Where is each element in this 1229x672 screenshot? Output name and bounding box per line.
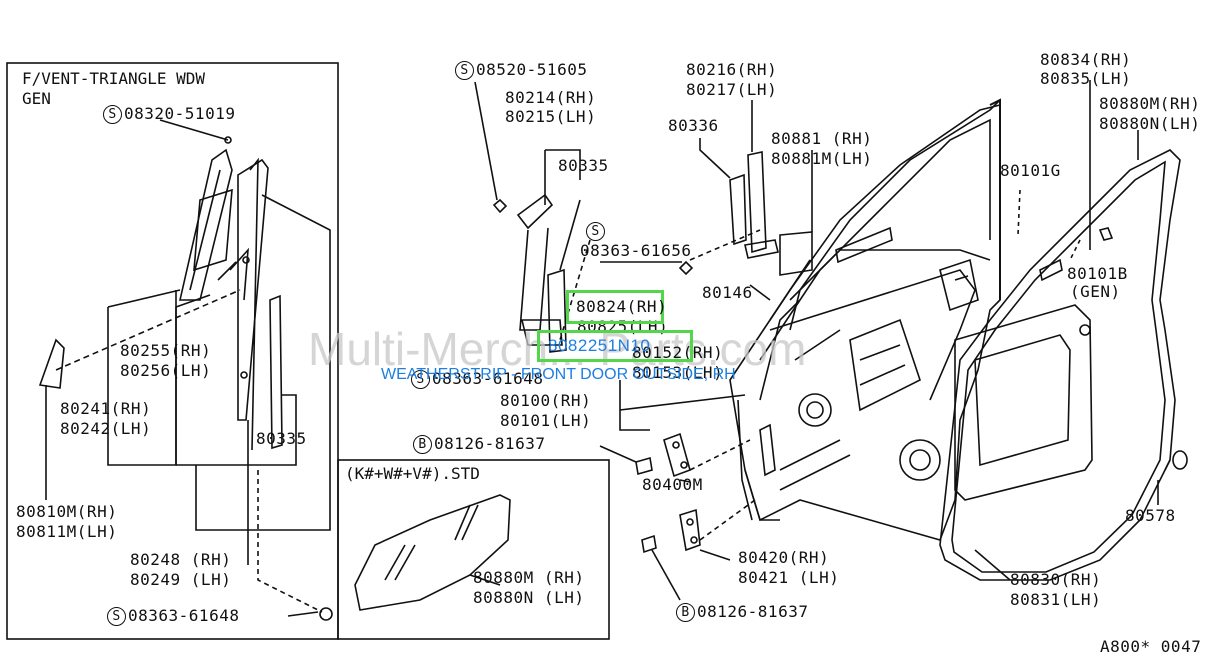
part-label[interactable]: 80101(LH): [500, 411, 592, 430]
vent-channel-strip: [269, 294, 283, 450]
screw-symbol: S: [411, 370, 430, 389]
part-label: (GEN): [1070, 282, 1121, 301]
part-label[interactable]: 80336: [668, 116, 719, 135]
part-label[interactable]: 80880M(RH): [1099, 94, 1201, 113]
part-number-text: 08520-51605: [476, 60, 588, 79]
part-label[interactable]: 80248 (RH): [130, 550, 232, 569]
highlighted-part-label[interactable]: 80824(RH): [576, 297, 668, 316]
vent-latch-part: [38, 338, 65, 389]
part-label[interactable]: 80880M (RH): [473, 568, 585, 587]
part-label[interactable]: 80881 (RH): [771, 129, 873, 148]
part-label[interactable]: 80335: [558, 156, 609, 175]
part-label[interactable]: 80421 (LH): [738, 568, 840, 587]
vent-box-subtitle: GEN: [22, 89, 51, 108]
regulator-plate: [849, 318, 921, 412]
bolt-symbol: B: [413, 435, 432, 454]
moulding-piece: [835, 226, 893, 264]
screw-symbol: S: [107, 607, 126, 626]
part-label[interactable]: 80241(RH): [60, 399, 152, 418]
door-weatherstrip-seal: [939, 149, 1181, 581]
part-label[interactable]: 08363-61656: [580, 241, 692, 260]
std-box-title: (K#+W#+V#).STD: [345, 464, 480, 483]
lower-hinge: [679, 508, 701, 552]
bolt-symbol: B: [676, 603, 695, 622]
screw-symbol: S: [455, 61, 474, 80]
std-glass-box-frame: [337, 459, 610, 640]
part-label[interactable]: 80146: [702, 283, 753, 302]
part-label[interactable]: 80217(LH): [686, 80, 778, 99]
highlight-box-8082251n10[interactable]: [537, 330, 693, 362]
sash-channel-b: [747, 151, 767, 254]
screw-symbol: S: [586, 222, 605, 241]
part-label[interactable]: S: [586, 222, 607, 241]
part-label[interactable]: 80214(RH): [505, 88, 597, 107]
part-label[interactable]: 80101B: [1067, 264, 1128, 283]
part-number-text: 08126-81637: [697, 602, 809, 621]
clip-part: [779, 231, 813, 276]
vent-window-box-frame: [6, 62, 339, 640]
part-number-text: 08363-61648: [128, 606, 240, 625]
part-label[interactable]: 80400M: [642, 475, 703, 494]
part-label[interactable]: 80255(RH): [120, 341, 212, 360]
screw-symbol: S: [103, 105, 122, 124]
part-label[interactable]: 80810M(RH): [16, 502, 118, 521]
highlight-box-80824[interactable]: [566, 290, 664, 324]
part-description-caption: WEATHERSTRIP - FRONT DOOR OUTSIDE, RH: [381, 366, 736, 383]
part-label[interactable]: 80831(LH): [1010, 590, 1102, 609]
part-number-text: 08126-81637: [434, 434, 546, 453]
part-label[interactable]: 80100(RH): [500, 391, 592, 410]
part-label[interactable]: 80881M(LH): [771, 149, 873, 168]
part-label[interactable]: 80215(LH): [505, 107, 597, 126]
vent-box-title: F/VENT-TRIANGLE WDW: [22, 69, 206, 88]
part-label[interactable]: 80880N (LH): [473, 588, 585, 607]
part-label[interactable]: 80153(LH): [632, 363, 724, 382]
upper-run-channel-bracket: [516, 193, 554, 230]
part-label[interactable]: 80578: [1125, 506, 1176, 525]
upper-hinge: [663, 432, 691, 478]
door-shell: [729, 103, 1001, 541]
door-trim-panel: [954, 304, 1093, 501]
part-number-text: 08363-61648: [432, 369, 544, 388]
part-label[interactable]: 80420(RH): [738, 548, 830, 567]
part-label[interactable]: 80249 (LH): [130, 570, 232, 589]
part-label[interactable]: 80242(LH): [60, 419, 152, 438]
part-label[interactable]: 80216(RH): [686, 60, 778, 79]
part-label[interactable]: 80834(RH): [1040, 50, 1132, 69]
outer-weatherstrip-top: [789, 99, 1001, 331]
door-glass-std: [354, 494, 511, 611]
part-label[interactable]: 80880N(LH): [1099, 114, 1201, 133]
highlighted-part-number[interactable]: 8082251N10: [548, 336, 651, 355]
part-label[interactable]: 80835(LH): [1040, 69, 1132, 88]
part-number-text: 08320-51019: [124, 104, 236, 123]
part-label[interactable]: 80830(RH): [1010, 570, 1102, 589]
part-label[interactable]: 80335: [256, 429, 307, 448]
part-label[interactable]: 80101G: [1000, 161, 1061, 180]
part-label[interactable]: 80256(LH): [120, 361, 212, 380]
part-label[interactable]: 80811M(LH): [16, 522, 118, 541]
sash-channel-a: [729, 173, 747, 246]
diagram-code: A800* 0047: [1100, 637, 1202, 656]
part-label[interactable]: 80152(RH): [632, 343, 724, 362]
